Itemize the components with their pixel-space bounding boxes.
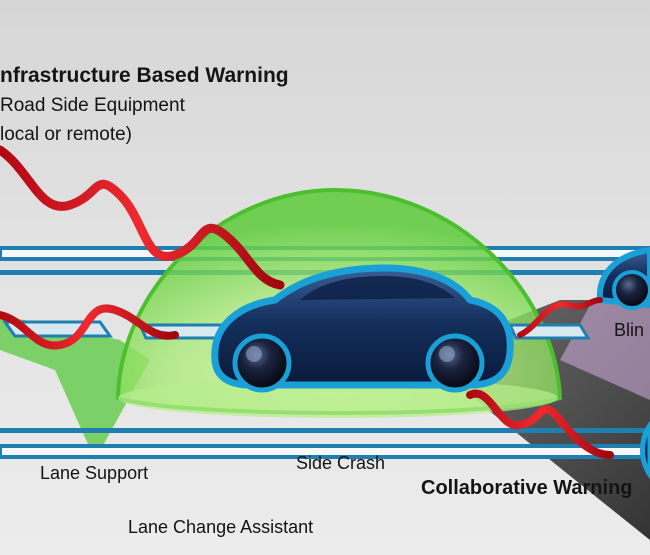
road-side-equipment-label: Road Side Equipment xyxy=(0,95,185,116)
collaborative-warning-label: Collaborative Warning xyxy=(421,477,633,499)
lane-support-label: Lane Support xyxy=(40,463,149,483)
infrastructure-warning-title: nfrastructure Based Warning xyxy=(0,64,289,87)
lane-change-assistant-label: Lane Change Assistant xyxy=(128,517,314,537)
signal-wave-icon xyxy=(0,145,614,459)
lane-support-beam xyxy=(0,315,150,460)
blind-spot-beam xyxy=(560,280,650,400)
road-side-location-label: local or remote) xyxy=(0,124,132,145)
blind-spot-label: Blin xyxy=(614,320,645,340)
car-icon xyxy=(211,264,514,393)
side-crash-label: Side Crash xyxy=(296,453,386,473)
